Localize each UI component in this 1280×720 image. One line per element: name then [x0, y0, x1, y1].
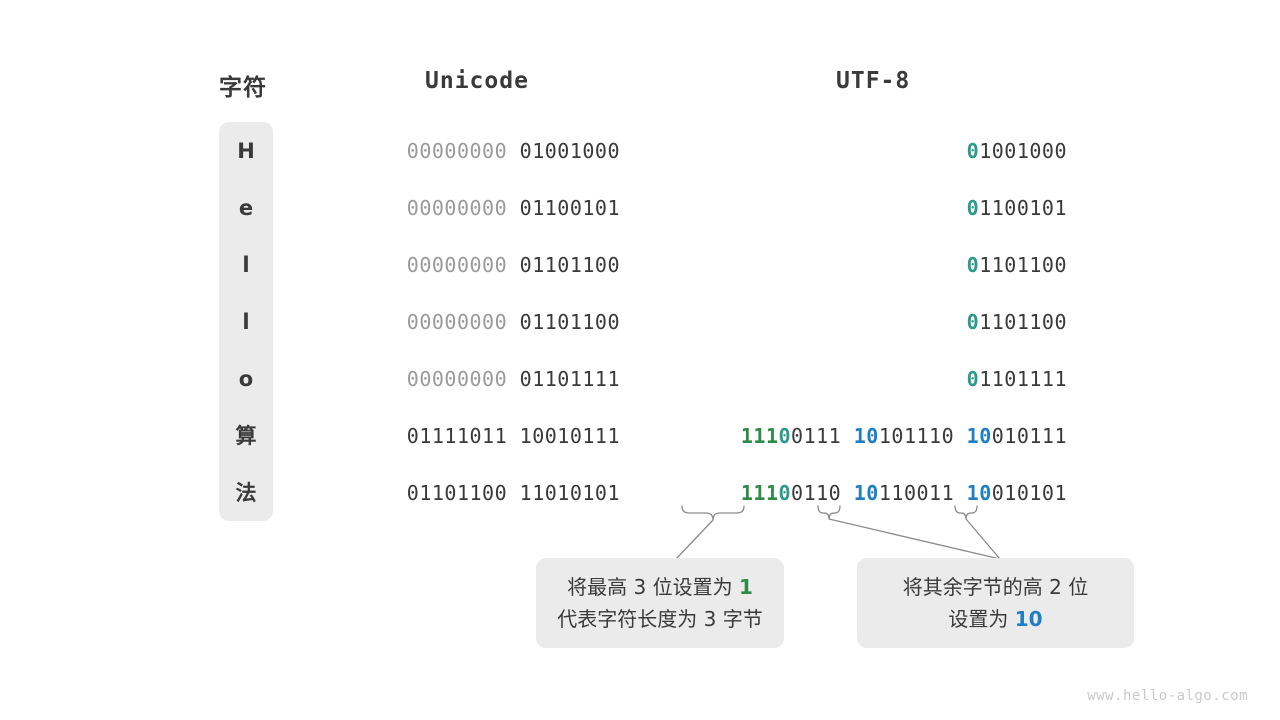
bit-segment-dim: 00000000 — [406, 196, 508, 220]
bit-segment-green: 1 — [738, 575, 753, 599]
leader-line-2 — [828, 518, 1001, 560]
bit-segment-dark — [841, 481, 854, 505]
bit-segment-dim: 00000000 — [406, 367, 508, 391]
bit-segment-teal: 0 — [966, 139, 980, 163]
unicode-bits-row: 00000000 01101100 — [0, 252, 620, 278]
character-cell: H — [237, 139, 255, 163]
continuation-bits-callout: 将其余字节的高 2 位设置为 10 — [857, 558, 1134, 648]
bit-segment-dark — [954, 481, 967, 505]
brace-continuation-2 — [954, 505, 978, 520]
bit-segment-dark: 01101100 — [519, 310, 620, 334]
unicode-bits-row: 00000000 01100101 — [0, 195, 620, 221]
bit-segment-dark: 01100101 — [519, 196, 620, 220]
leader-line-1 — [675, 519, 714, 560]
bit-segment-teal: 0 — [778, 424, 792, 448]
bit-segment-dim: 00000000 — [406, 139, 508, 163]
bit-segment-plain: 设置为 — [948, 607, 1015, 631]
unicode-bits-row: 01101100 11010101 — [0, 480, 620, 506]
unicode-bits-row: 01111011 10010111 — [0, 423, 620, 449]
utf8-bits-row: 01001000 — [0, 138, 1067, 164]
bit-segment-dark — [954, 424, 967, 448]
character-cell: e — [238, 196, 254, 220]
column-header-character: 字符 — [219, 75, 267, 101]
utf8-bits-row: 01100101 — [0, 195, 1067, 221]
leader-line-3 — [965, 518, 1001, 560]
bit-segment-dark: 1101100 — [979, 253, 1067, 277]
bit-segment-plain: 将最高 3 位设置为 — [567, 575, 739, 599]
bit-segment-blue: 10 — [966, 424, 992, 448]
bit-segment-teal: 0 — [966, 367, 980, 391]
bit-segment-blue: 10 — [853, 424, 879, 448]
unicode-bits-row: 00000000 01101100 — [0, 309, 620, 335]
bit-segment-dim: 00000000 — [406, 253, 508, 277]
character-cell: 法 — [235, 481, 257, 505]
bit-segment-dark: 01101100 — [519, 253, 620, 277]
unicode-bits-row: 00000000 01101111 — [0, 366, 620, 392]
bit-segment-dark: 1101111 — [979, 367, 1067, 391]
bit-segment-dark: 10010111 — [519, 424, 620, 448]
bit-segment-blue: 10 — [853, 481, 879, 505]
watermark: www.hello-algo.com — [1087, 688, 1248, 704]
bit-segment-dark: 0110 — [791, 481, 842, 505]
character-cell: l — [242, 310, 250, 334]
bit-segment-dark: 1101100 — [979, 310, 1067, 334]
bit-segment-teal: 0 — [966, 196, 980, 220]
bit-segment-teal: 0 — [778, 481, 792, 505]
unicode-bits-row: 00000000 01001000 — [0, 138, 620, 164]
bit-segment-dark: 010111 — [991, 424, 1067, 448]
bit-segment-dark: 01001000 — [519, 139, 620, 163]
utf8-bits-row: 01101100 — [0, 309, 1067, 335]
bit-segment-dark: 1001000 — [979, 139, 1067, 163]
bit-segment-dark: 1100101 — [979, 196, 1067, 220]
bit-segment-dark: 01111011 — [406, 424, 508, 448]
utf8-bits-row: 11100110 10110011 10010101 — [0, 480, 1067, 506]
bit-segment-dark — [841, 424, 854, 448]
bit-segment-dark: 11010101 — [519, 481, 620, 505]
bit-segment-dark: 01101111 — [519, 367, 620, 391]
utf8-bits-row: 11100111 10101110 10010111 — [0, 423, 1067, 449]
bit-segment-dark: 101110 — [878, 424, 955, 448]
leading-bits-callout: 将最高 3 位设置为 1 代表字符长度为 3 字节 — [536, 558, 784, 648]
callout-line: 将其余字节的高 2 位 — [903, 571, 1088, 603]
bit-segment-green: 111 — [740, 481, 779, 505]
utf8-bits-row: 01101100 — [0, 252, 1067, 278]
character-cell: l — [242, 253, 250, 277]
brace-continuation-1 — [817, 505, 841, 520]
bit-segment-teal: 0 — [966, 310, 980, 334]
callout-line: 设置为 10 — [948, 603, 1042, 635]
bit-segment-dark: 0111 — [791, 424, 842, 448]
character-column-box — [219, 122, 273, 521]
bit-segment-blue: 10 — [1014, 607, 1043, 631]
callout-line: 将最高 3 位设置为 1 — [567, 571, 753, 603]
utf8-bits-row: 01101111 — [0, 366, 1067, 392]
bit-segment-green: 111 — [740, 424, 779, 448]
character-cell: o — [238, 367, 254, 391]
bit-segment-dark: 110011 — [878, 481, 955, 505]
bit-segment-teal: 0 — [966, 253, 980, 277]
bit-segment-plain: 将其余字节的高 2 位 — [902, 575, 1089, 599]
column-header-unicode: Unicode — [425, 68, 529, 94]
bit-segment-blue: 10 — [966, 481, 992, 505]
column-header-utf8: UTF-8 — [836, 68, 911, 94]
bit-segment-dark: 010101 — [991, 481, 1067, 505]
bit-segment-dim: 00000000 — [406, 310, 508, 334]
bit-segment-dark: 01101100 — [406, 481, 508, 505]
character-cell: 算 — [235, 424, 257, 448]
brace-leading-bits — [681, 505, 745, 521]
callout-line: 代表字符长度为 3 字节 — [557, 603, 762, 635]
bit-segment-plain: 代表字符长度为 3 字节 — [557, 607, 763, 631]
